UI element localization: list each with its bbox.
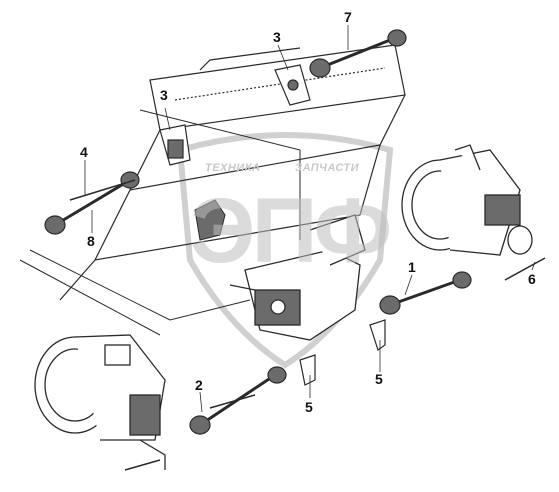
bracket-upper-right: [274, 64, 311, 106]
center-small-bracket: [194, 199, 226, 241]
callout-5-right: 5: [375, 371, 383, 387]
watermark-text-2: ЗАПЧАСТИ: [295, 162, 359, 174]
callout-8: 8: [87, 233, 95, 249]
reaction-rod-8: [44, 171, 140, 235]
rear-axle-housing-right: [401, 144, 533, 256]
frame-rail-left: [59, 44, 406, 301]
bolt-lower: [124, 394, 256, 471]
bracket-upper-left: [159, 124, 191, 166]
callout-3-left: 3: [160, 87, 168, 103]
callout-3-right: 3: [273, 29, 281, 45]
clamp-5a: [369, 319, 386, 351]
callout-4: 4: [80, 144, 88, 160]
callout-5-left: 5: [305, 399, 313, 415]
reaction-rod-7: [309, 29, 407, 78]
bolt-4: [69, 179, 136, 201]
cross-member: [19, 109, 301, 336]
callout-7: 7: [344, 9, 352, 25]
watermark-logo: ЭПФ: [190, 180, 392, 282]
axle-housing-left: [34, 334, 166, 470]
clamp-5b: [299, 354, 316, 386]
watermark-text-1: ТЕХНИКА: [205, 162, 261, 174]
callout-1: 1: [408, 259, 416, 275]
bolt-6: [504, 257, 546, 281]
callout-2: 2: [195, 377, 203, 393]
center-bracket-assembly: [229, 214, 366, 341]
reaction-rod-1: [379, 271, 472, 315]
leader-lines: [84, 25, 536, 413]
callout-6: 6: [528, 271, 536, 287]
